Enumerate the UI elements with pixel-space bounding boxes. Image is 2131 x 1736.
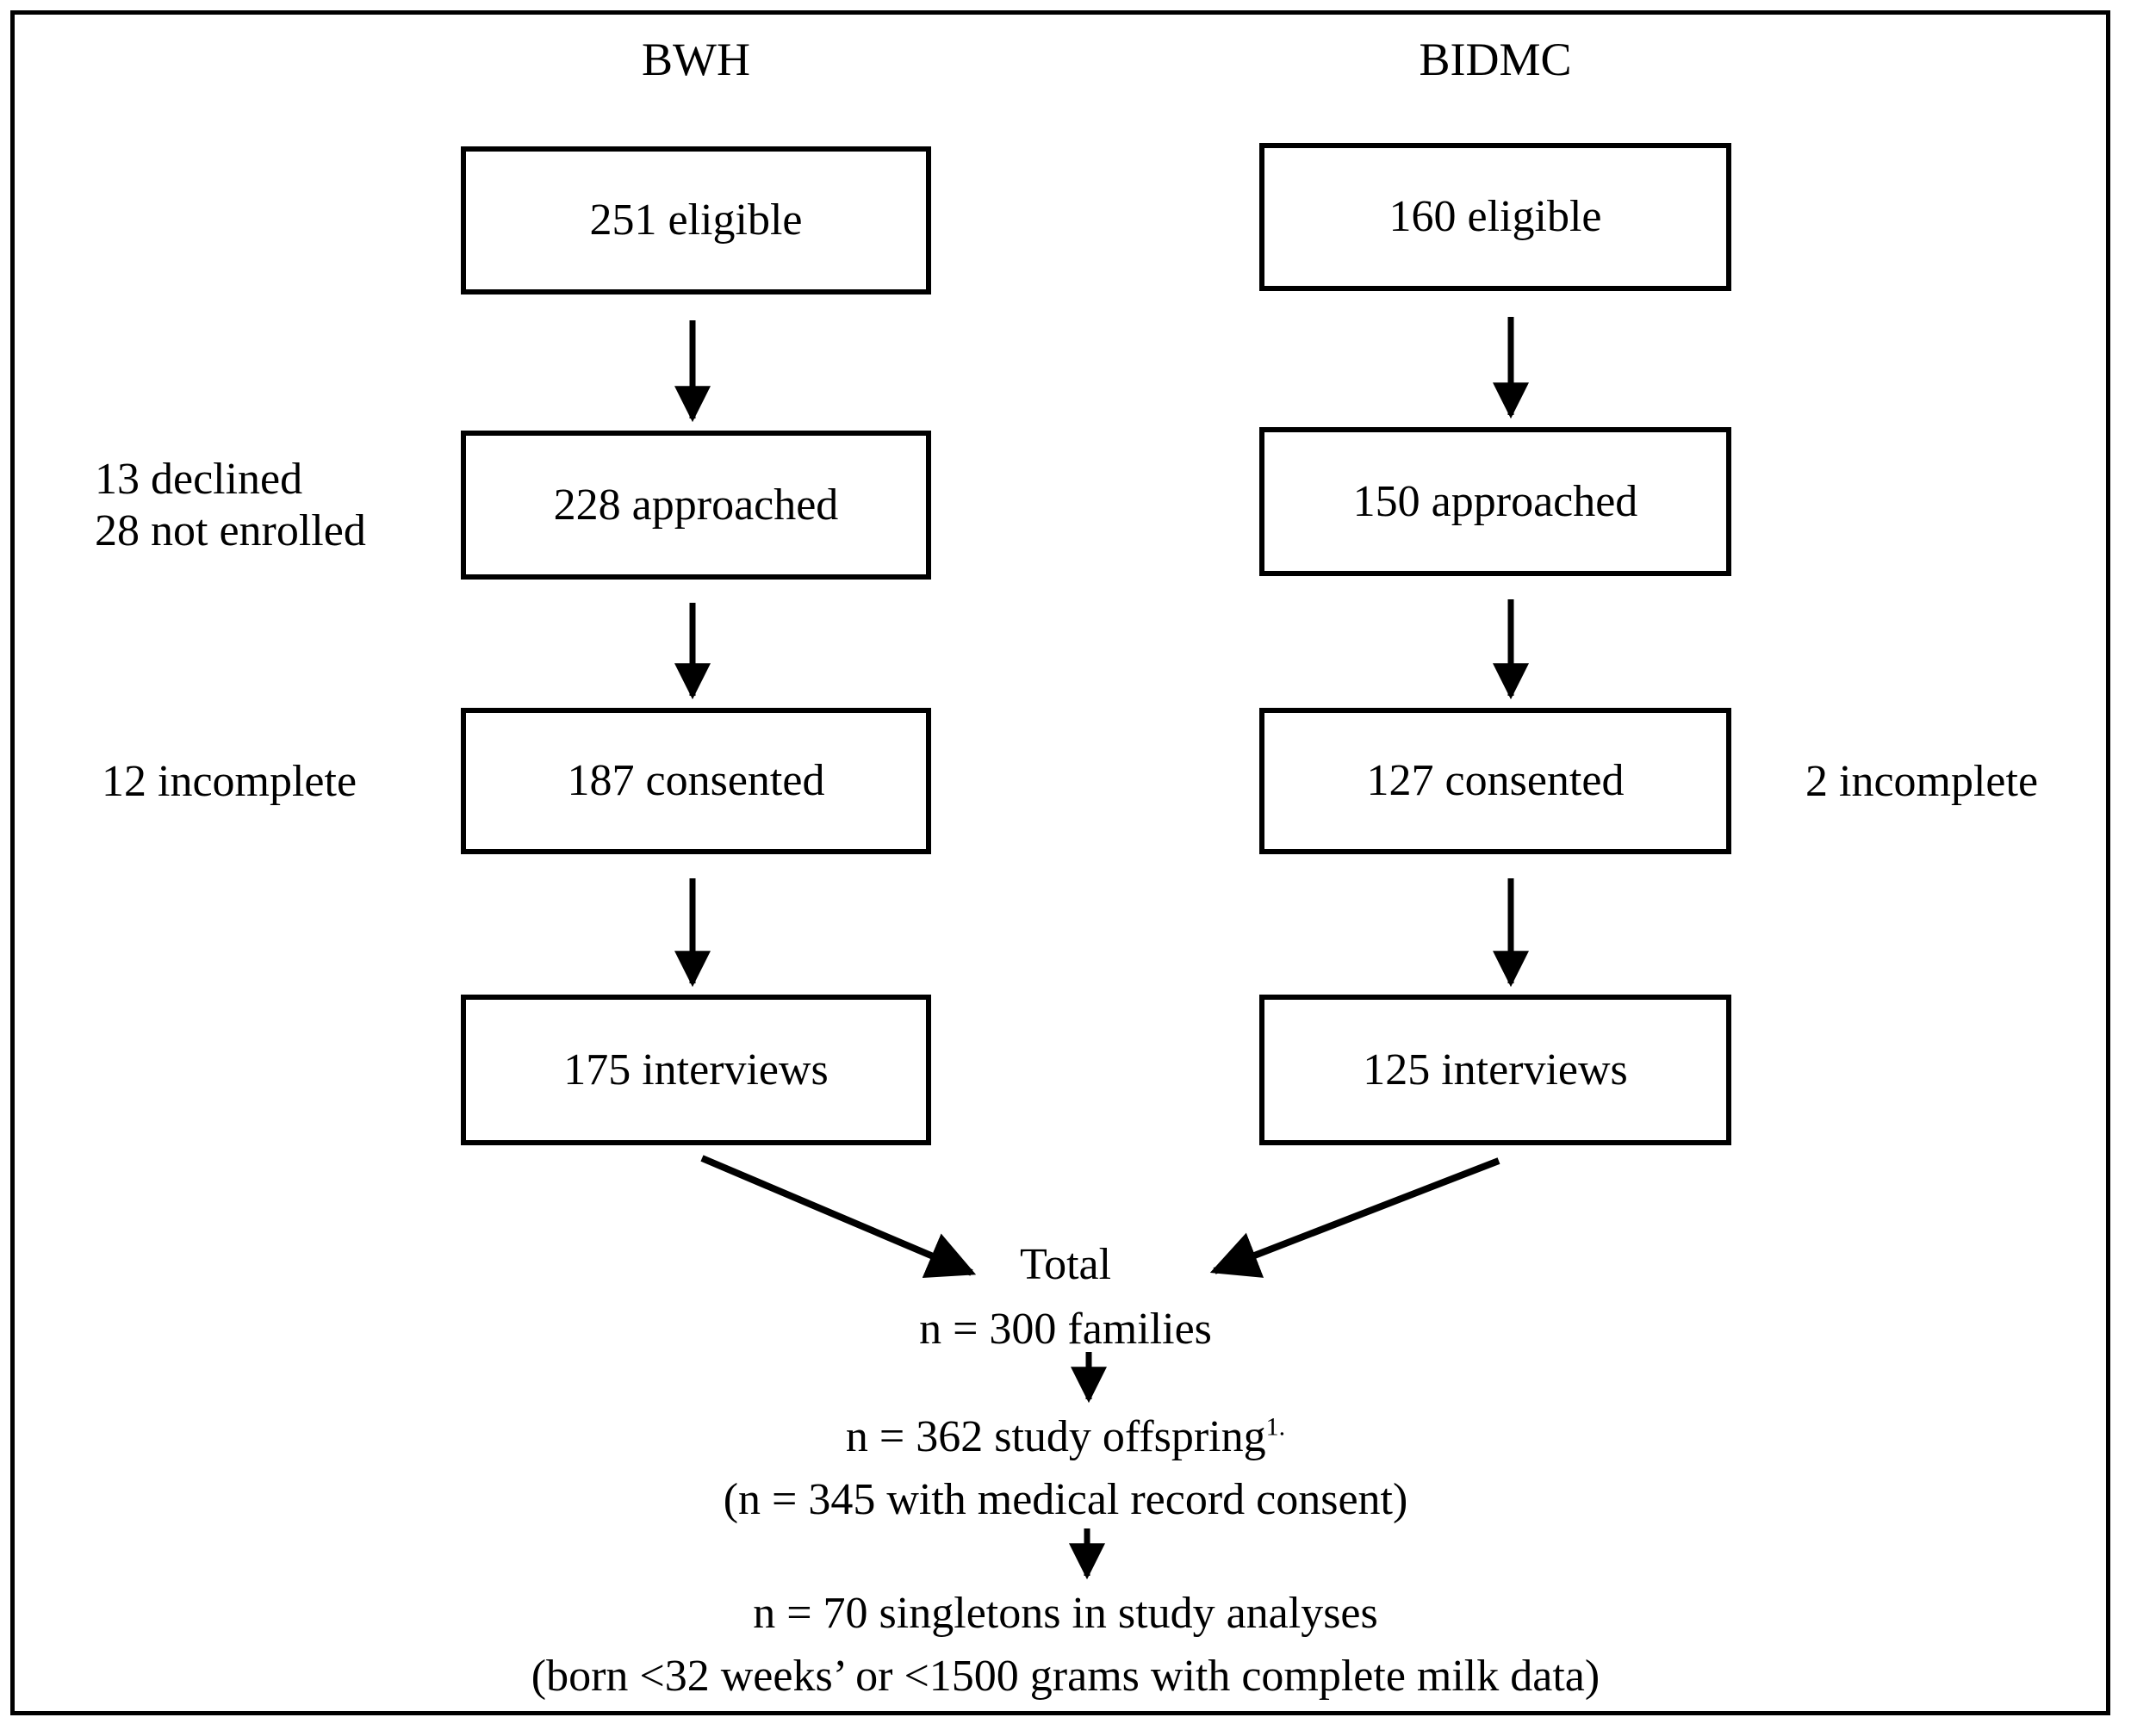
flow-box-bwh-interviews: 175 interviews: [461, 995, 931, 1145]
annotation-incomplete-bidmc: 2 incomplete: [1805, 757, 2039, 806]
flow-box-bwh-consented: 187 consented: [461, 708, 931, 854]
summary-families-count: n = 300 families: [919, 1305, 1212, 1354]
flow-box-label: 228 approached: [553, 480, 839, 530]
summary-offspring-footnote-marker: 1.: [1265, 1412, 1286, 1442]
flow-box-bidmc-eligible: 160 eligible: [1259, 143, 1731, 291]
flow-box-label: 125 interviews: [1363, 1045, 1628, 1094]
flow-box-label: 187 consented: [567, 756, 825, 805]
flow-box-bwh-approached: 228 approached: [461, 431, 931, 580]
annotation-incomplete-bwh: 12 incomplete: [102, 757, 357, 806]
annotation-not-enrolled-line: 28 not enrolled: [95, 505, 366, 555]
column-header-bidmc: BIDMC: [1419, 34, 1572, 85]
column-header-bwh: BWH: [642, 34, 750, 85]
annotation-declined-not-enrolled: 13 declined 28 not enrolled: [95, 454, 366, 557]
summary-total-label: Total: [1019, 1240, 1112, 1289]
arrow-bidmc-interviews-to-total: [1209, 1157, 1500, 1278]
flow-box-label: 175 interviews: [563, 1045, 829, 1094]
summary-singletons-count: n = 70 singletons in study analyses: [753, 1589, 1378, 1638]
flow-box-label: 150 approached: [1352, 476, 1638, 526]
flow-box-label: 127 consented: [1366, 756, 1625, 805]
flow-box-bidmc-approached: 150 approached: [1259, 427, 1731, 576]
flow-box-bidmc-interviews: 125 interviews: [1259, 995, 1731, 1145]
summary-offspring-count: n = 362 study offspring1.: [0, 1412, 2131, 1462]
flow-box-bwh-eligible: 251 eligible: [461, 146, 931, 294]
summary-medical-record-consent: (n = 345 with medical record consent): [723, 1475, 1408, 1524]
annotation-declined-line: 13 declined: [95, 455, 303, 504]
flow-box-label: 160 eligible: [1389, 192, 1602, 241]
arrow-bwh-interviews-to-total: [700, 1155, 977, 1279]
flow-box-bidmc-consented: 127 consented: [1259, 708, 1731, 854]
summary-offspring-text: n = 362 study offspring: [845, 1412, 1266, 1461]
flow-box-label: 251 eligible: [589, 195, 803, 245]
summary-born-criteria: (born <32 weeks’ or <1500 grams with com…: [531, 1652, 1600, 1701]
